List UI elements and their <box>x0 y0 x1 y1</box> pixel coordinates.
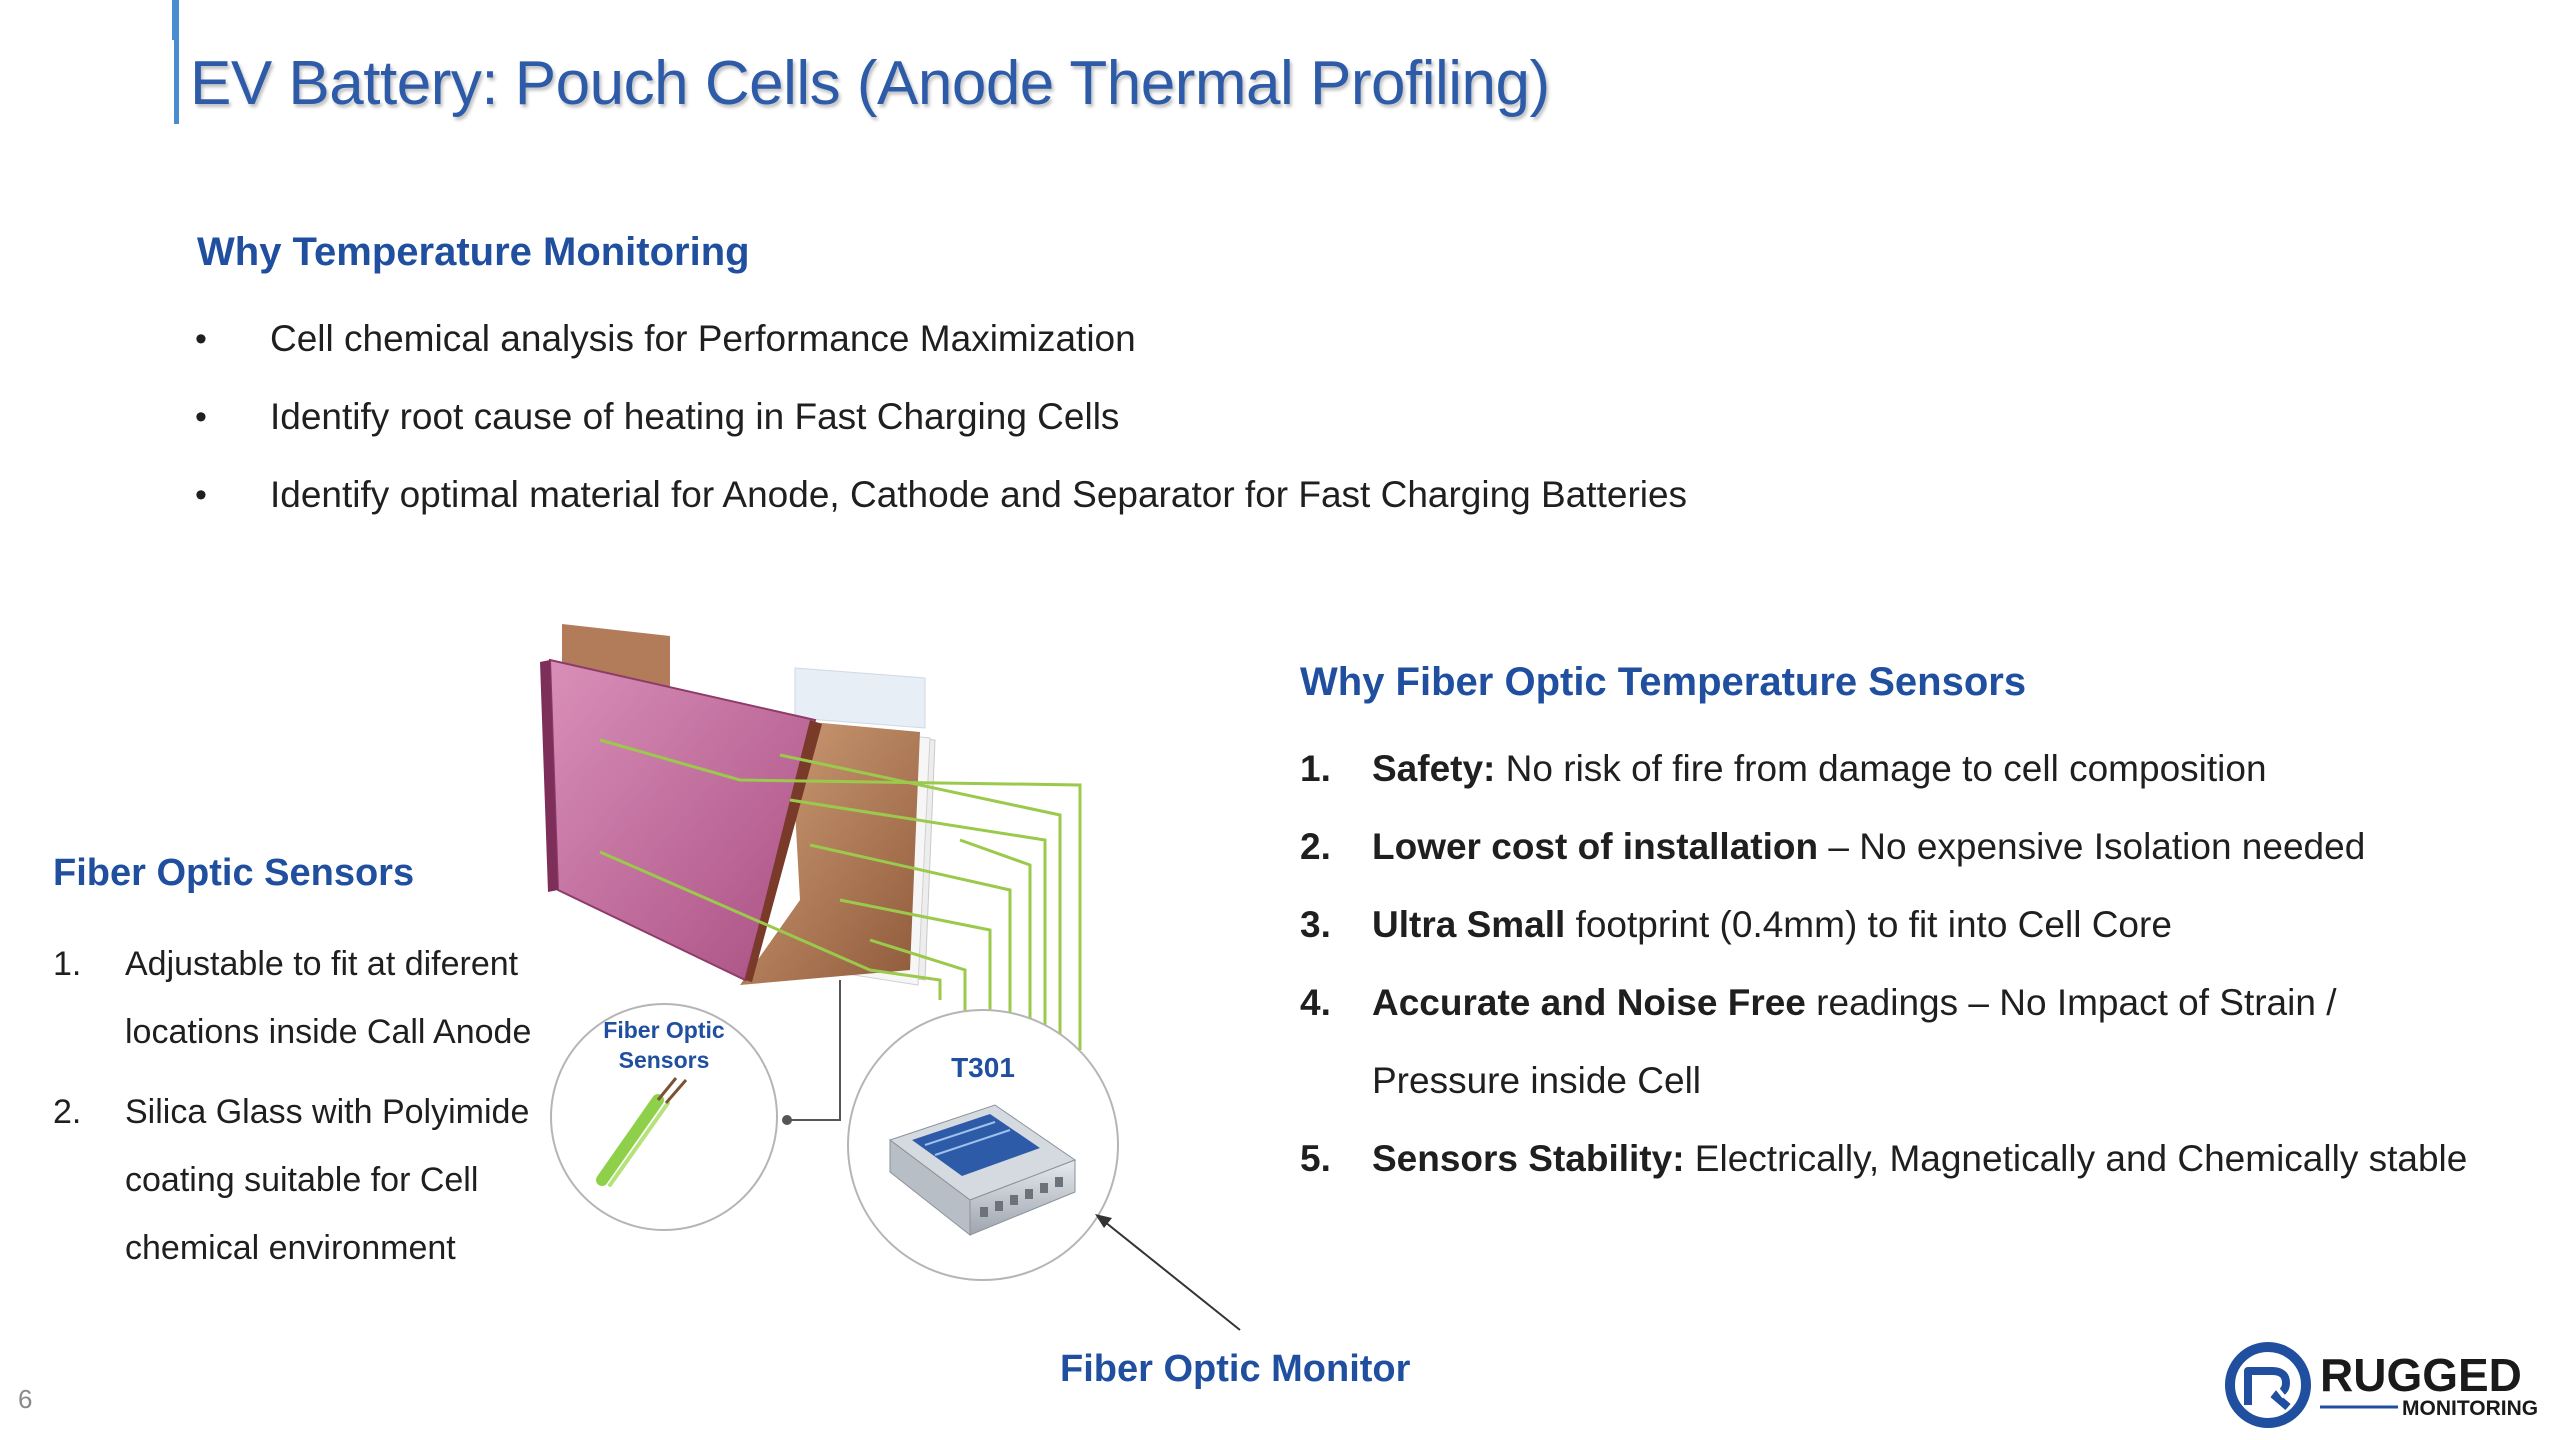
item-bold: Accurate and Noise Free <box>1372 982 1806 1023</box>
list-item: 3. Ultra Small footprint (0.4mm) to fit i… <box>1300 886 2467 964</box>
item-text: Electrically, Magnetically and Chemicall… <box>1684 1138 2468 1179</box>
fiber-lines <box>599 738 1082 1062</box>
bullet-glyph: • <box>195 476 207 514</box>
connector-line <box>785 980 841 1121</box>
device-label: T301 <box>951 1052 1015 1083</box>
connector-dot <box>782 1115 792 1125</box>
why-fiber-heading: Why Fiber Optic Temperature Sensors <box>1300 660 2027 704</box>
item-text: – No expensive Isolation needed <box>1818 826 2366 867</box>
slide-number: 6 <box>18 1384 33 1414</box>
list-item: 2. Silica Glass with Polyimide coating s… <box>53 1078 531 1282</box>
list-line: locations inside Call Anode <box>125 1013 532 1051</box>
pouch-cell-image <box>540 624 936 986</box>
list-line: coating suitable for Cell <box>125 1161 479 1199</box>
list-number: 1. <box>1300 748 1331 789</box>
fiber-optic-monitor-label: Fiber Optic Monitor <box>1060 1348 1411 1390</box>
why-temperature-heading: Why Temperature Monitoring <box>197 230 750 274</box>
item-bold: Sensors Stability: <box>1372 1138 1685 1179</box>
list-number: 5. <box>1300 1138 1331 1179</box>
fiber-sensors-list: 1. Adjustable to fit at diferent locatio… <box>53 930 531 1282</box>
item-text: footprint (0.4mm) to fit into Cell Core <box>1565 904 2172 945</box>
item-bold: Ultra Small <box>1372 904 1566 945</box>
item-text: No risk of fire from damage to cell comp… <box>1495 748 2267 789</box>
item-bold: Safety: <box>1372 748 1496 789</box>
list-item: 4. Accurate and Noise Free readings – No … <box>1300 964 2467 1120</box>
pouch-cell-diagram: Fiber Optic Sensors T301 <box>540 624 1241 1331</box>
fiber-sensor-image <box>596 1077 688 1187</box>
bullet-text: Cell chemical analysis for Performance M… <box>270 318 1136 359</box>
bullet-glyph: • <box>195 398 207 436</box>
list-line: Silica Glass with Polyimide <box>125 1093 530 1131</box>
list-line: chemical environment <box>125 1229 456 1267</box>
bullet-glyph: • <box>195 320 207 358</box>
list-item: • Identify root cause of heating in Fast … <box>195 378 1687 456</box>
logo-name: RUGGED <box>2320 1349 2522 1401</box>
why-fiber-list: 1. Safety: No risk of fire from damage to… <box>1300 730 2467 1198</box>
list-number: 2. <box>53 1093 82 1131</box>
list-item: 2. Lower cost of installation – No expens… <box>1300 808 2467 886</box>
title-accent-bar <box>174 0 179 124</box>
list-item: • Identify optimal material for Anode, Ca… <box>195 456 1687 534</box>
rugged-monitoring-logo-icon <box>2225 1342 2311 1428</box>
list-line: Adjustable to fit at diferent <box>125 945 519 983</box>
t301-device-image <box>888 1104 1077 1237</box>
fiber-sensors-heading: Fiber Optic Sensors <box>53 852 415 894</box>
why-temperature-list: • Cell chemical analysis for Performance … <box>195 300 1687 534</box>
monitor-arrow-head <box>1095 1214 1112 1228</box>
item-text-line2: Pressure inside Cell <box>1372 1060 1702 1101</box>
list-number: 2. <box>1300 826 1331 867</box>
title-accent-top <box>172 0 175 40</box>
item-bold: Lower cost of installation <box>1372 826 1819 867</box>
bullet-text: Identify root cause of heating in Fast C… <box>270 396 1120 437</box>
item-text: readings – No Impact of Strain / <box>1805 982 2337 1023</box>
list-number: 1. <box>53 945 82 983</box>
logo-sub: MONITORING <box>2402 1397 2538 1420</box>
sensor-callout-label: Fiber Optic <box>603 1017 725 1043</box>
list-item: 1. Safety: No risk of fire from damage to… <box>1300 730 2467 808</box>
slide-title: EV Battery: Pouch Cells (Anode Thermal P… <box>190 49 1550 118</box>
list-item: 1. Adjustable to fit at diferent locatio… <box>53 930 531 1066</box>
sensor-callout-label-2: Sensors <box>619 1047 710 1073</box>
bullet-text: Identify optimal material for Anode, Cat… <box>270 474 1688 515</box>
list-number: 4. <box>1300 982 1331 1023</box>
list-item: • Cell chemical analysis for Performance … <box>195 300 1687 378</box>
monitor-arrow-line <box>1099 1217 1241 1331</box>
list-number: 3. <box>1300 904 1331 945</box>
rugged-monitoring-logo: RUGGED MONITORING <box>2225 1342 2538 1428</box>
list-item: 5. Sensors Stability: Electrically, Magne… <box>1300 1120 2467 1198</box>
